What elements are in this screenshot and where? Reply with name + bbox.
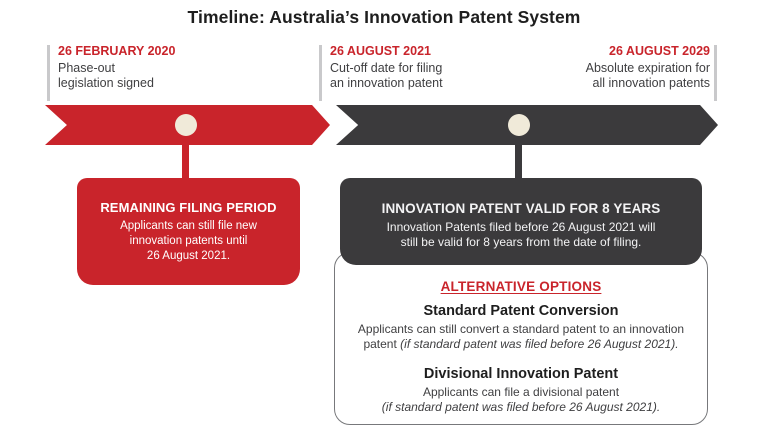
callout-text-line: Applicants can still file new — [120, 220, 257, 232]
page-title: Timeline: Australia’s Innovation Patent … — [187, 7, 581, 27]
milestone-text-line: Cut-off date for filing — [330, 60, 443, 75]
connector-dark — [515, 132, 522, 180]
alternative-options-heading: ALTERNATIVE OPTIONS — [440, 279, 602, 294]
tick-line-2021 — [319, 45, 322, 101]
milestone-date: 26 AUGUST 2021 — [330, 44, 431, 58]
option-divisional-innovation-patent: Divisional Innovation Patent Applicants … — [349, 366, 693, 414]
milestone-date: 26 FEBRUARY 2020 — [58, 44, 176, 58]
milestone-date: 26 AUGUST 2029 — [609, 44, 710, 58]
milestone-text-line: Phase-out — [58, 60, 115, 75]
milestone-text-line: an innovation patent — [330, 76, 443, 90]
callout-remaining-filing-period: REMAINING FILING PERIOD Applicants can s… — [77, 178, 300, 285]
option-title: Divisional Innovation Patent — [423, 366, 619, 382]
option-condition-text: (if standard patent was filed before 26 … — [400, 336, 679, 351]
milestone-text-line: legislation signed — [58, 76, 154, 90]
milestone-text-line: all innovation patents — [592, 76, 710, 90]
timeline-node-dot-icon — [175, 114, 197, 136]
callout-text-line: innovation patents until — [129, 234, 248, 247]
milestone-2029: 26 AUGUST 2029 Absolute expiration for a… — [586, 44, 710, 92]
milestone-text-line: Absolute expiration for — [585, 60, 710, 75]
option-standard-patent-conversion: Standard Patent Conversion Applicants ca… — [349, 303, 693, 351]
milestone-2020: 26 FEBRUARY 2020 Phase-out legislation s… — [58, 44, 175, 92]
alternative-options-panel: ALTERNATIVE OPTIONS Standard Patent Conv… — [334, 252, 708, 425]
callout-title: INNOVATION PATENT VALID FOR 8 YEARS — [381, 201, 661, 216]
callout-text-line: 26 August 2021. — [146, 249, 231, 262]
timeline-node-dot-icon — [508, 114, 530, 136]
milestone-2021: 26 AUGUST 2021 Cut-off date for filing a… — [330, 44, 443, 92]
option-body-text: Applicants can file a divisional patent — [422, 385, 620, 399]
connector-red — [182, 132, 189, 180]
option-body-text: Applicants can still convert a standard … — [357, 322, 685, 351]
option-title: Standard Patent Conversion — [423, 303, 619, 319]
option-condition-text: (if standard patent was filed before 26 … — [381, 399, 661, 414]
tick-line-2020 — [47, 45, 50, 101]
tick-line-2029 — [714, 45, 717, 101]
option-body: Applicants can still convert a standard … — [349, 322, 693, 351]
callout-title: REMAINING FILING PERIOD — [100, 200, 277, 215]
option-body: Applicants can file a divisional patent(… — [349, 385, 693, 414]
callout-patent-valid-8-years: INNOVATION PATENT VALID FOR 8 YEARS Inno… — [340, 178, 702, 265]
callout-text-line: Innovation Patents filed before 26 Augus… — [386, 220, 656, 234]
callout-text-line: still be valid for 8 years from the date… — [400, 234, 642, 249]
